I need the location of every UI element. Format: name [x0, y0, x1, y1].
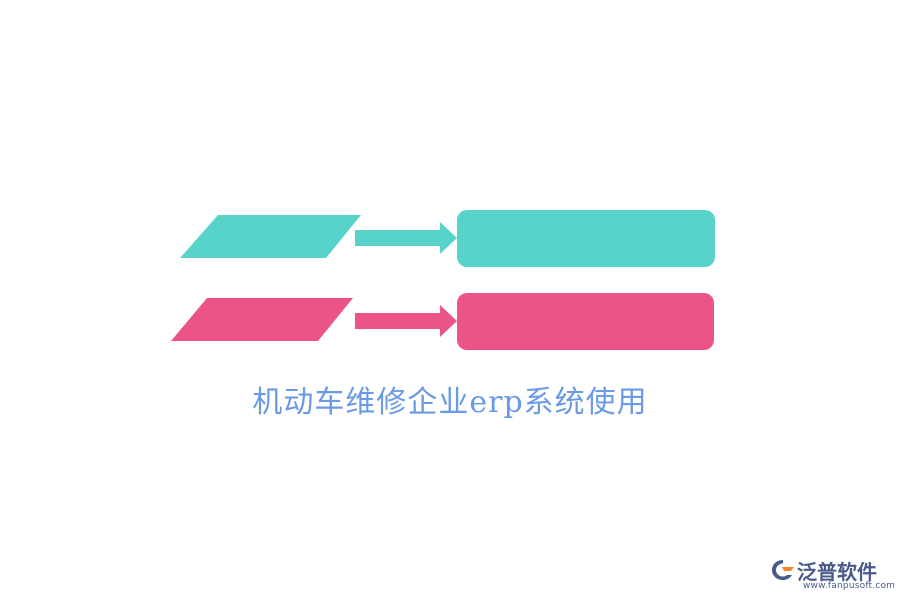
input-parallelogram-2	[171, 298, 353, 341]
input-parallelogram-1	[180, 215, 361, 258]
output-box-1	[457, 210, 715, 267]
flow-row-1	[180, 210, 715, 267]
output-box-2	[457, 293, 714, 350]
arrow-1	[355, 222, 457, 254]
arrow-2	[355, 305, 457, 337]
diagram-caption: 机动车维修企业erp系统使用	[252, 385, 648, 420]
brand-logo: 泛普软件 www.fanpusoft.com	[770, 556, 896, 596]
logo-url: www.fanpusoft.com	[803, 581, 896, 591]
fanpu-logo-icon	[772, 560, 794, 580]
flow-row-2	[171, 293, 714, 350]
logo-name: 泛普软件	[797, 560, 877, 584]
